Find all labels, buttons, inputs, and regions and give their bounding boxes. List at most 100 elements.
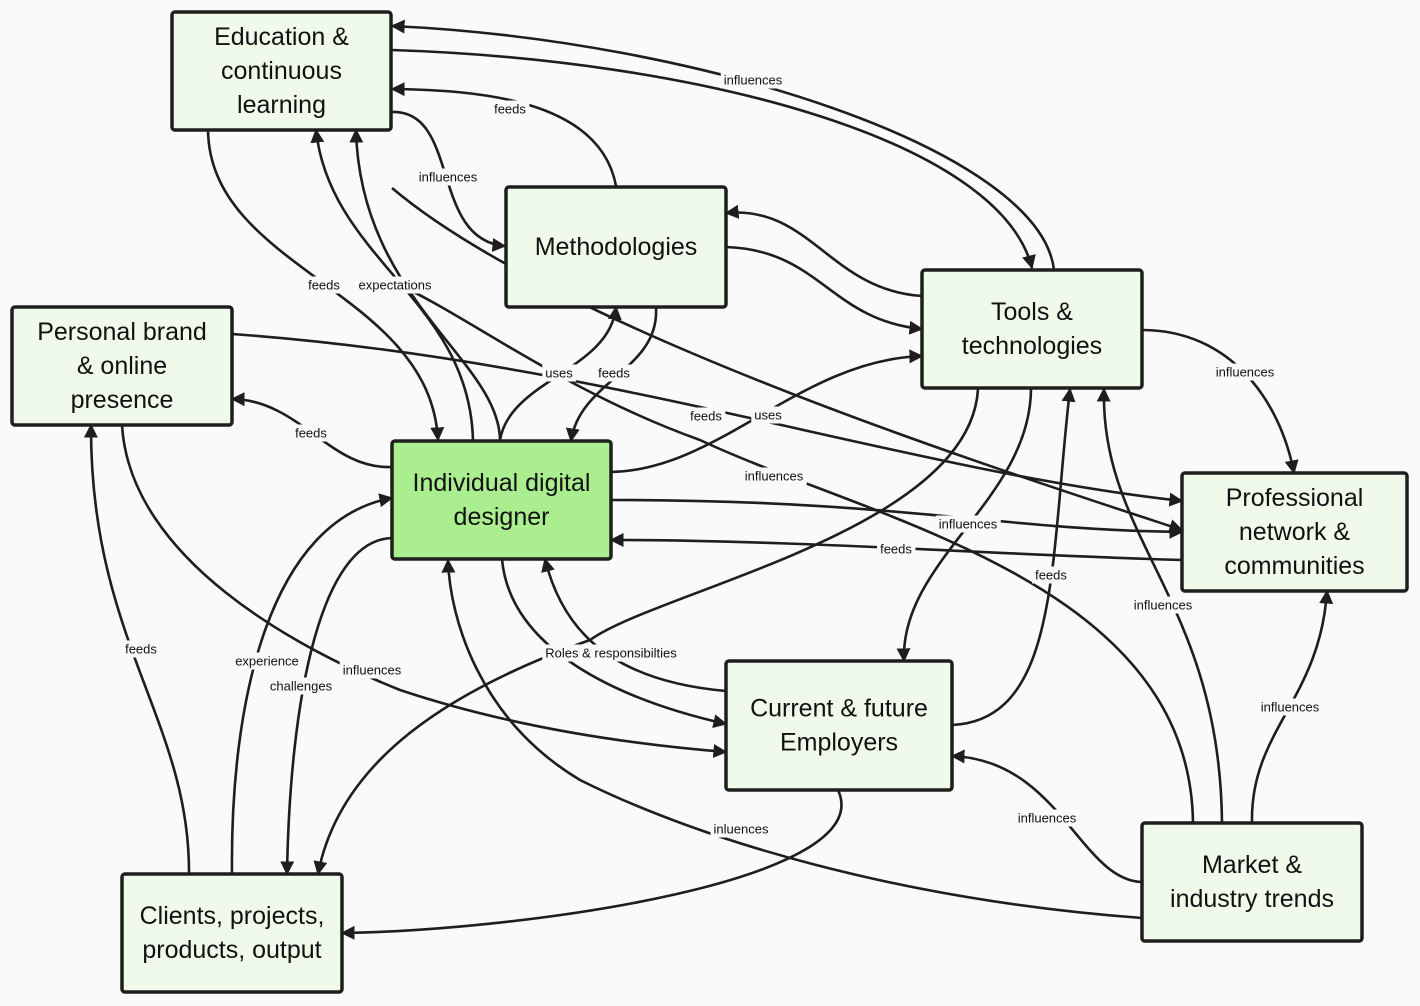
edge-label-methodologies-to-designer: feeds — [595, 364, 634, 382]
edge-label-personal-brand-to-network: feeds — [687, 407, 726, 425]
node-designer: Individual digital designer — [390, 439, 613, 561]
node-education: Education & continuous learning — [170, 10, 393, 132]
edge-employers-to-tools — [951, 387, 1076, 727]
node-box — [724, 659, 954, 792]
edge-tools-to-methodologies — [724, 204, 923, 298]
edge-label-designer-to-personal-brand: feeds — [292, 424, 331, 442]
node-label-line: products, output — [142, 936, 321, 964]
node-methodologies: Methodologies — [504, 185, 728, 309]
edge-label-education-to-tools: influences — [720, 71, 786, 89]
edge-label-clients-to-personal-brand: feeds — [122, 640, 161, 658]
edge-label-education-to-network: influences — [741, 467, 807, 485]
node-label-line: Clients, projects, — [140, 902, 325, 930]
edge-tools-to-network — [1141, 328, 1299, 475]
edge-label-education-to-designer: feeds — [305, 276, 344, 294]
edge-clients-to-personal-brand — [83, 423, 191, 875]
node-box — [10, 305, 234, 427]
edge-label-market-to-designer: inluences — [710, 820, 772, 838]
svg-text:feeds: feeds — [598, 366, 630, 381]
svg-text:feeds: feeds — [125, 642, 157, 657]
node-clients: Clients, projects, products, output — [120, 872, 344, 994]
edge-label-tools-to-network: influences — [1212, 363, 1278, 381]
node-label-line: presence — [71, 386, 174, 414]
svg-text:influences: influences — [939, 517, 998, 532]
node-label-line: Tools & — [991, 298, 1073, 326]
edge-methodologies-to-education — [390, 82, 618, 187]
node-label-line: Employers — [780, 729, 898, 757]
svg-text:feeds: feeds — [690, 409, 722, 424]
node-box — [170, 10, 393, 132]
svg-text:challenges: challenges — [270, 679, 333, 694]
svg-text:feeds: feeds — [880, 542, 912, 557]
edge-label-market-to-employers: influences — [1014, 809, 1080, 827]
edge-employers-to-clients — [340, 789, 843, 940]
node-label-line: Current & future — [750, 695, 928, 723]
edge-label-market-to-network: influences — [1257, 698, 1323, 716]
edge-designer-to-network — [610, 498, 1184, 539]
edge-label-employers-to-tools: feeds — [1032, 566, 1071, 584]
edge-label-designer-to-methodologies: uses — [542, 364, 577, 382]
edge-methodologies-to-tools — [725, 245, 924, 335]
svg-text:feeds: feeds — [494, 102, 526, 117]
edge-personal-brand-to-network — [231, 332, 1184, 507]
edge-label-personal-brand-to-employers: influences — [339, 661, 405, 679]
svg-text:influences: influences — [1216, 365, 1275, 380]
node-box — [920, 268, 1144, 390]
node-label-line: Professional — [1226, 484, 1364, 512]
node-box — [390, 439, 613, 561]
edge-label-designer-to-clients: challenges — [266, 677, 336, 695]
edge-tools-to-education — [390, 19, 1056, 271]
node-label-line: continuous — [221, 57, 342, 85]
edge-label-designer-to-tools: uses — [751, 406, 786, 424]
svg-text:feeds: feeds — [1035, 568, 1067, 583]
edge-label-tools-to-clients: Roles & responsibilties — [542, 644, 681, 662]
svg-text:influences: influences — [1134, 598, 1193, 613]
node-label-line: Education & — [214, 23, 349, 51]
svg-text:feeds: feeds — [295, 426, 327, 441]
svg-text:uses: uses — [754, 408, 782, 423]
svg-text:influences: influences — [343, 663, 402, 678]
node-label-line: Personal brand — [37, 318, 207, 346]
edge-employers-to-designer — [541, 557, 727, 693]
edge-designer-to-clients — [280, 536, 393, 876]
edge-personal-brand-to-employers — [120, 424, 728, 758]
edge-market-to-tools — [1096, 387, 1224, 824]
node-box — [1180, 471, 1409, 593]
svg-text:inluences: inluences — [714, 822, 769, 837]
node-label-line: Market & — [1202, 851, 1302, 879]
svg-text:influences: influences — [1261, 700, 1320, 715]
node-label-line: Methodologies — [535, 233, 698, 261]
node-label-line: network & — [1239, 518, 1350, 546]
node-box — [504, 185, 728, 309]
edge-education-to-tools — [391, 48, 1036, 270]
svg-text:influences: influences — [724, 73, 783, 88]
node-label-line: industry trends — [1170, 885, 1334, 913]
node-label-line: & online — [77, 352, 167, 380]
svg-text:Roles & responsibilties: Roles & responsibilties — [545, 646, 677, 661]
edge-label-designer-to-network: influences — [935, 515, 1001, 533]
edge-label-market-to-tools: influences — [1130, 596, 1196, 614]
node-label-line: learning — [237, 91, 326, 119]
node-tools: Tools &technologies — [920, 268, 1144, 390]
edge-designer-to-education-2 — [349, 128, 502, 442]
edge-market-to-designer — [441, 558, 1143, 920]
node-personal-brand: Personal brand & online presence — [10, 305, 234, 427]
node-label-line: communities — [1224, 552, 1364, 580]
svg-text:experience: experience — [235, 654, 299, 669]
node-label-line: Individual digital — [413, 469, 591, 497]
svg-text:feeds: feeds — [308, 278, 340, 293]
edge-clients-to-designer — [230, 493, 394, 875]
edge-label-education-to-methodologies: influences — [415, 168, 481, 186]
node-box — [1140, 821, 1364, 943]
edge-education-to-network — [391, 187, 1184, 533]
edge-label-designer-to-education-expectations: expectations — [355, 276, 435, 294]
edge-label-clients-to-designer: experience — [232, 652, 302, 670]
svg-text:influences: influences — [1018, 811, 1077, 826]
node-label-line: designer — [454, 503, 550, 531]
node-box — [120, 872, 344, 994]
node-network: Professional network & communities — [1180, 471, 1409, 593]
svg-text:expectations: expectations — [359, 278, 432, 293]
edge-label-methodologies-to-education: feeds — [491, 100, 530, 118]
